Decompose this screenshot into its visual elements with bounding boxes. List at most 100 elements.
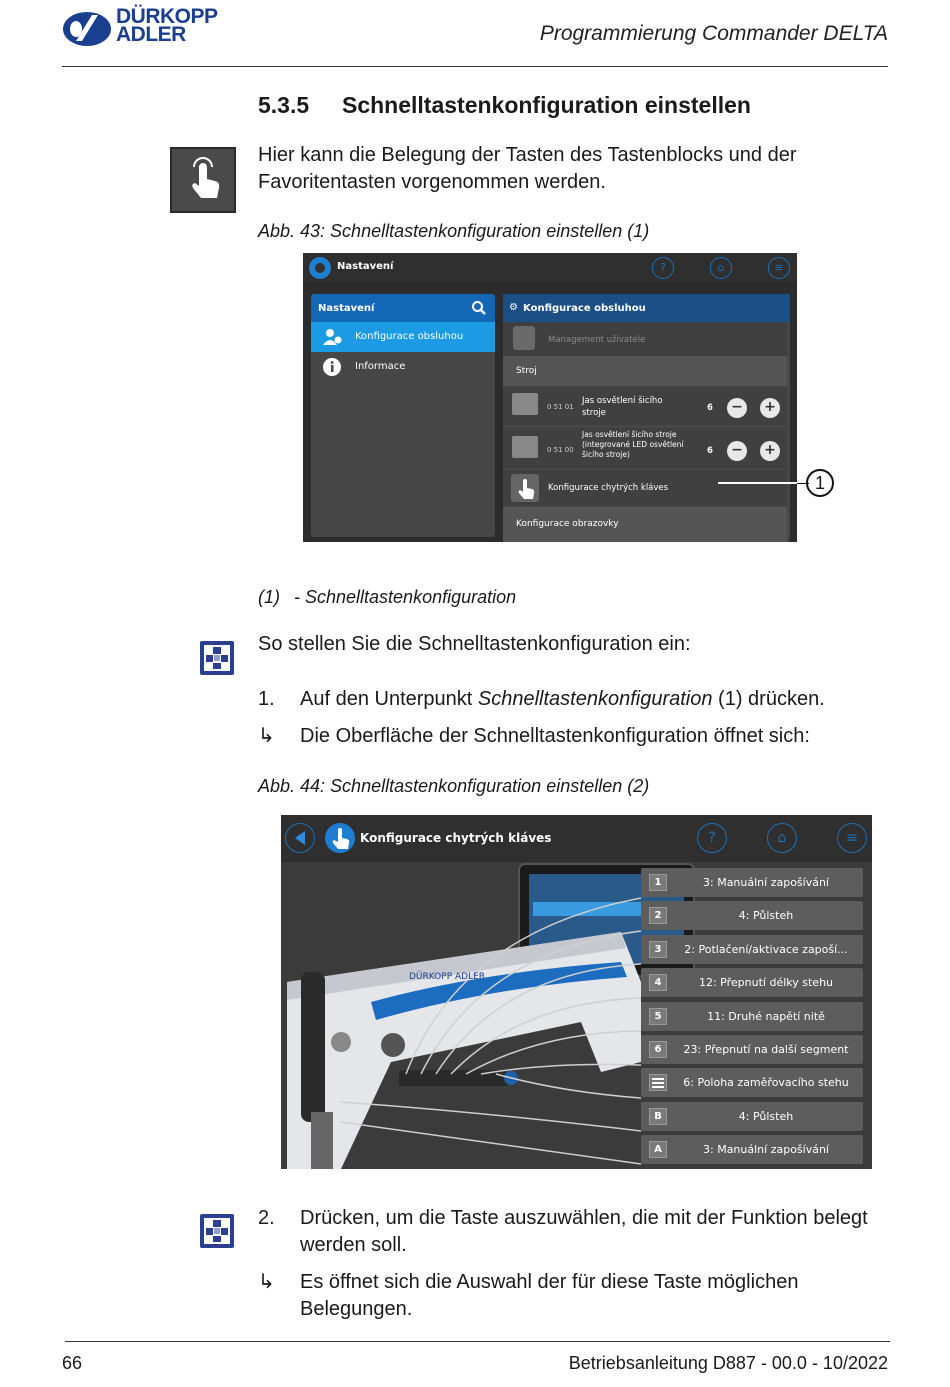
section-stroj: Stroj bbox=[503, 356, 787, 386]
home-icon[interactable]: ⌂ bbox=[710, 257, 732, 279]
result-arrow-icon: ↳ bbox=[258, 725, 275, 747]
fig1-right-header-label: Konfigurace obsluhou bbox=[523, 303, 646, 314]
key-slot-4[interactable]: 4 12: Přepnutí délky stehu bbox=[641, 968, 863, 997]
key-slot-5[interactable]: 5 11: Druhé napětí nitě bbox=[641, 1002, 863, 1031]
step-2-marker: 2. bbox=[258, 1207, 275, 1229]
key-slot-a[interactable]: A 3: Manuální zapošívání bbox=[641, 1135, 863, 1164]
row-screen-config[interactable]: Konfigurace obrazovky bbox=[503, 507, 787, 542]
key-label: 6: Poloha zaměřovacího stehu bbox=[683, 1076, 849, 1089]
touch-hand-icon bbox=[325, 823, 355, 853]
row-param-1[interactable]: 0 51 01 Jas osvětlení šicího stroje 6 − … bbox=[503, 387, 787, 425]
decrement-button[interactable]: − bbox=[727, 441, 747, 461]
param-1-value: 6 bbox=[707, 403, 713, 413]
footer-divider bbox=[65, 1341, 890, 1342]
figure-1-screenshot: Nastavení ? ⌂ ≡ Nastavení Konfigurace ob… bbox=[303, 253, 797, 542]
step-1-before: Auf den Unterpunkt bbox=[300, 688, 478, 710]
step-1-term: Schnelltastenkonfiguration bbox=[477, 688, 713, 710]
callout-line-outside bbox=[797, 483, 809, 484]
key-slot-b[interactable]: B 4: Půlsteh bbox=[641, 1102, 863, 1131]
back-arrow-icon[interactable] bbox=[285, 823, 315, 853]
key-badge: 2 bbox=[649, 907, 667, 924]
legend-text: - Schnelltastenkonfiguration bbox=[294, 587, 517, 607]
key-slot-2[interactable]: 2 4: Půlsteh bbox=[641, 901, 863, 930]
machine-light-icon bbox=[512, 436, 538, 458]
legend-number: (1) bbox=[258, 587, 280, 607]
step-1-marker: 1. bbox=[258, 688, 275, 710]
info-icon bbox=[323, 358, 341, 376]
menu-icon[interactable]: ≡ bbox=[837, 823, 867, 853]
param-2-value: 6 bbox=[707, 446, 713, 456]
decrement-button[interactable]: − bbox=[727, 398, 747, 418]
fig1-left-header: Nastavení bbox=[311, 294, 495, 322]
sidebar-item-label: Konfigurace obsluhou bbox=[355, 331, 464, 342]
document-id: Betriebsanleitung D887 - 00.0 - 10/2022 bbox=[568, 1353, 888, 1373]
key-label: 2: Potlačení/aktivace zapoší... bbox=[684, 943, 848, 956]
step-1-after: (1) drücken. bbox=[712, 688, 825, 710]
intro-paragraph: Hier kann die Belegung der Tasten des Ta… bbox=[258, 144, 797, 193]
fig2-topbar-title: Konfigurace chytrých kláves bbox=[360, 831, 552, 845]
gear-icon bbox=[309, 257, 331, 279]
figure-2-caption: Abb. 44: Schnelltastenkonfiguration eins… bbox=[258, 776, 650, 796]
fig2-topbar: Konfigurace chytrých kláves ? ⌂ ≡ bbox=[281, 815, 872, 862]
page-number: 66 bbox=[62, 1353, 83, 1373]
key-slot-3[interactable]: 3 2: Potlačení/aktivace zapoší... bbox=[641, 935, 863, 964]
key-badge: 3 bbox=[649, 941, 667, 958]
header-title: Programmierung Commander DELTA bbox=[539, 22, 888, 45]
key-badge: 5 bbox=[649, 1008, 667, 1025]
touch-hand-icon bbox=[511, 474, 539, 502]
key-badge: B bbox=[649, 1108, 667, 1125]
row-smart-label: Konfigurace chytrých kláves bbox=[548, 483, 669, 493]
help-icon[interactable]: ? bbox=[697, 823, 727, 853]
key-badge: 1 bbox=[649, 874, 667, 891]
row-screen-label: Konfigurace obrazovky bbox=[516, 519, 619, 529]
key-label: 23: Přepnutí na další segment bbox=[683, 1043, 849, 1056]
logo-line-2: ADLER bbox=[116, 23, 186, 46]
fig1-left-panel: Nastavení Konfigurace obsluhou Informace bbox=[311, 294, 495, 537]
lock-icon bbox=[513, 326, 535, 350]
increment-button[interactable]: + bbox=[760, 398, 780, 418]
param-1-code: 0 51 01 bbox=[547, 403, 574, 411]
fig1-right-header: ⚙ Konfigurace obsluhou bbox=[503, 294, 790, 322]
param-2-label: Jas osvětlení šicího stroje (integrované… bbox=[582, 430, 684, 459]
callout-line bbox=[718, 482, 797, 484]
result-1-text: Die Oberfläche der Schnelltastenkonfigur… bbox=[300, 725, 810, 747]
step-1-text: Auf den Unterpunkt Schnelltastenkonfigur… bbox=[300, 686, 890, 713]
row-user-label: Management uživatele bbox=[548, 335, 646, 345]
result-arrow-icon: ↳ bbox=[258, 1271, 275, 1293]
help-icon[interactable]: ? bbox=[652, 257, 674, 279]
search-icon[interactable] bbox=[471, 300, 487, 316]
step-2-text: Drücken, um die Taste auszuwählen, die m… bbox=[300, 1207, 868, 1256]
key-slot-1[interactable]: 1 3: Manuální zapošívání bbox=[641, 868, 863, 897]
user-gear-small-icon: ⚙ bbox=[509, 302, 518, 313]
key-label: 3: Manuální zapošívání bbox=[703, 1143, 829, 1156]
sidebar-item-informace[interactable]: Informace bbox=[311, 352, 495, 382]
keypad-icon bbox=[200, 641, 234, 675]
key-label: 4: Půlsteh bbox=[738, 909, 794, 922]
section-title: Schnelltastenkonfiguration einstellen bbox=[342, 92, 751, 118]
increment-button[interactable]: + bbox=[760, 441, 780, 461]
sidebar-item-konfigurace[interactable]: Konfigurace obsluhou bbox=[311, 322, 495, 352]
menu-icon[interactable]: ≡ bbox=[768, 257, 790, 279]
callout-1: 1 bbox=[806, 469, 834, 497]
sidebar-item-label: Informace bbox=[355, 361, 406, 372]
key-badge: 4 bbox=[649, 974, 667, 991]
row-user-management[interactable]: Management uživatele bbox=[503, 322, 787, 356]
fig1-left-header-label: Nastavení bbox=[318, 303, 375, 314]
row-smart-keys[interactable]: Konfigurace chytrých kláves bbox=[503, 470, 787, 506]
row-param-2[interactable]: 0 51 00 Jas osvětlení šicího stroje (int… bbox=[503, 428, 787, 468]
logo-line-1: DÜRKOPP bbox=[116, 5, 218, 28]
key-label: 12: Přepnutí délky stehu bbox=[698, 976, 834, 989]
user-gear-icon bbox=[323, 328, 342, 346]
key-slot-6[interactable]: 6 23: Přepnutí na další segment bbox=[641, 1035, 863, 1064]
key-label: 11: Druhé napětí nitě bbox=[707, 1010, 825, 1023]
instruction-text: So stellen Sie die Schnelltastenkonfigur… bbox=[258, 633, 691, 655]
fig1-topbar-title: Nastavení bbox=[337, 261, 394, 272]
machine-brand-text: DÜRKOPP ADLER bbox=[409, 971, 485, 982]
brand-logo: DÜRKOPP ADLER bbox=[62, 5, 232, 50]
touch-hand-icon bbox=[170, 147, 236, 213]
home-icon[interactable]: ⌂ bbox=[767, 823, 797, 853]
key-slot-display[interactable]: 6: Poloha zaměřovacího stehu bbox=[641, 1068, 863, 1097]
figure-legend: (1) - Schnelltastenkonfiguration bbox=[258, 587, 516, 608]
fig1-topbar: Nastavení ? ⌂ ≡ bbox=[303, 253, 797, 283]
